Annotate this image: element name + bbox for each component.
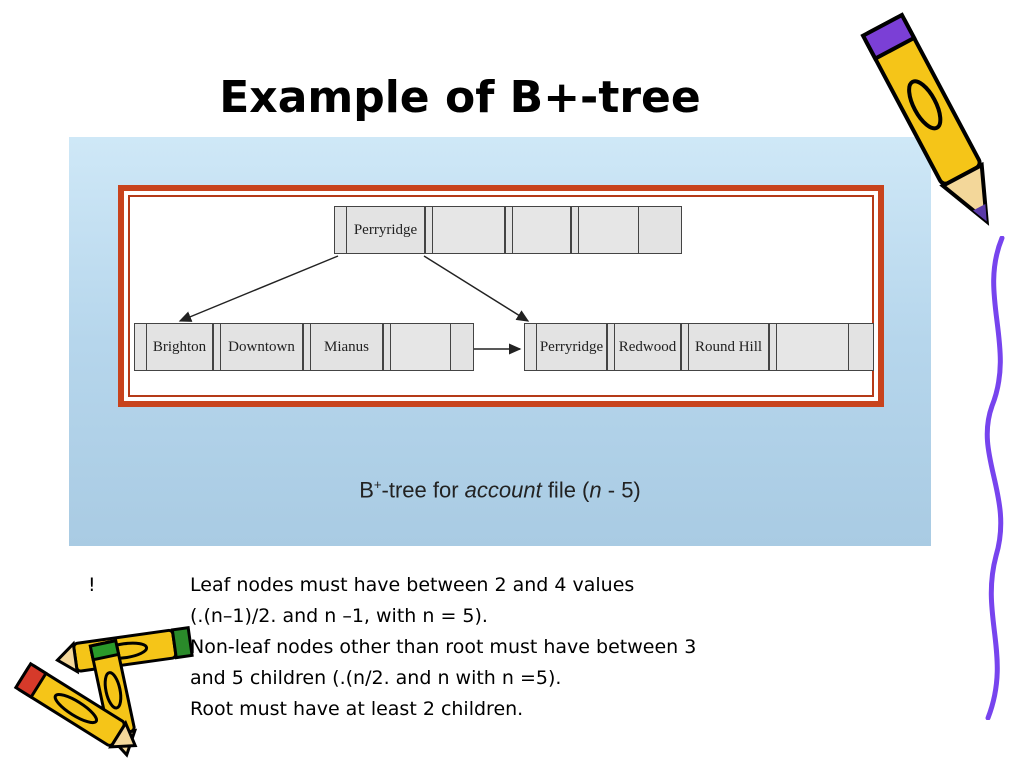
leaf-1-key-4	[391, 324, 451, 370]
tree-edges	[178, 255, 530, 355]
edge-root-to-leaf-2	[423, 255, 530, 322]
caption-n-variable: n	[589, 477, 602, 503]
root-pointer	[639, 207, 651, 253]
slide-title: Example of B+-tree	[219, 72, 701, 123]
leaf-2-key-4	[777, 324, 849, 370]
leaf-next-pointer	[849, 324, 861, 370]
figure-caption: B+-tree for account file (n - 5)	[69, 477, 931, 503]
leaf-pointer	[303, 324, 311, 370]
bullet-line-3: Non-leaf nodes other than root must have…	[190, 636, 697, 658]
root-key-1: Perryridge	[347, 207, 425, 253]
leaf-next-pointer	[451, 324, 463, 370]
root-pointer	[505, 207, 513, 253]
leaf-1-key-2: Downtown	[221, 324, 303, 370]
caption-superscript: +	[373, 477, 382, 492]
leaf-node-2: Perryridge Redwood Round Hill	[524, 323, 874, 371]
bullet-line-1: Leaf nodes must have between 2 and 4 val…	[190, 574, 635, 596]
caption-prefix: B	[359, 477, 374, 503]
root-pointer	[571, 207, 579, 253]
leaf-pointer	[681, 324, 689, 370]
pencil-icon	[13, 661, 138, 749]
leaf-pointer	[383, 324, 391, 370]
caption-middle: -tree for	[381, 477, 465, 503]
leaf-node-1: Brighton Downtown Mianus	[134, 323, 474, 371]
pencil-icon	[860, 12, 990, 226]
leaf-pointer	[135, 324, 147, 370]
tree-frame: Perryridge Brighton Downtown Mianus Perr…	[118, 185, 884, 407]
figure-panel: Perryridge Brighton Downtown Mianus Perr…	[69, 137, 931, 546]
leaf-2-key-3: Round Hill	[689, 324, 769, 370]
leaf-pointer	[525, 324, 537, 370]
bullet-lines: Leaf nodes must have between 2 and 4 val…	[190, 570, 850, 725]
edge-root-to-leaf-1	[178, 255, 339, 322]
leaf-pointer	[213, 324, 221, 370]
root-pointer	[425, 207, 433, 253]
bullet-line-5: Root must have at least 2 children.	[190, 698, 524, 720]
caption-suffix: - 5)	[601, 477, 641, 503]
root-pointer	[335, 207, 347, 253]
root-key-2	[433, 207, 505, 253]
leaf-2-key-2: Redwood	[615, 324, 681, 370]
caption-italic-word: account	[464, 477, 542, 503]
squiggle-icon	[984, 236, 1005, 720]
leaf-pointer	[769, 324, 777, 370]
leaf-1-key-3: Mianus	[311, 324, 383, 370]
leaf-pointer	[607, 324, 615, 370]
root-node: Perryridge	[334, 206, 682, 254]
leaf-2-key-1: Perryridge	[537, 324, 607, 370]
root-key-4	[579, 207, 639, 253]
bullet-mark: !	[88, 574, 96, 596]
root-key-3	[513, 207, 571, 253]
caption-after-word: file (	[541, 477, 590, 503]
leaf-1-key-1: Brighton	[147, 324, 213, 370]
bullet-line-2: (.(n–1)/2. and n –1, with n = 5).	[190, 605, 488, 627]
bullet-line-4: and 5 children (.(n/2. and n with n =5).	[190, 667, 562, 689]
